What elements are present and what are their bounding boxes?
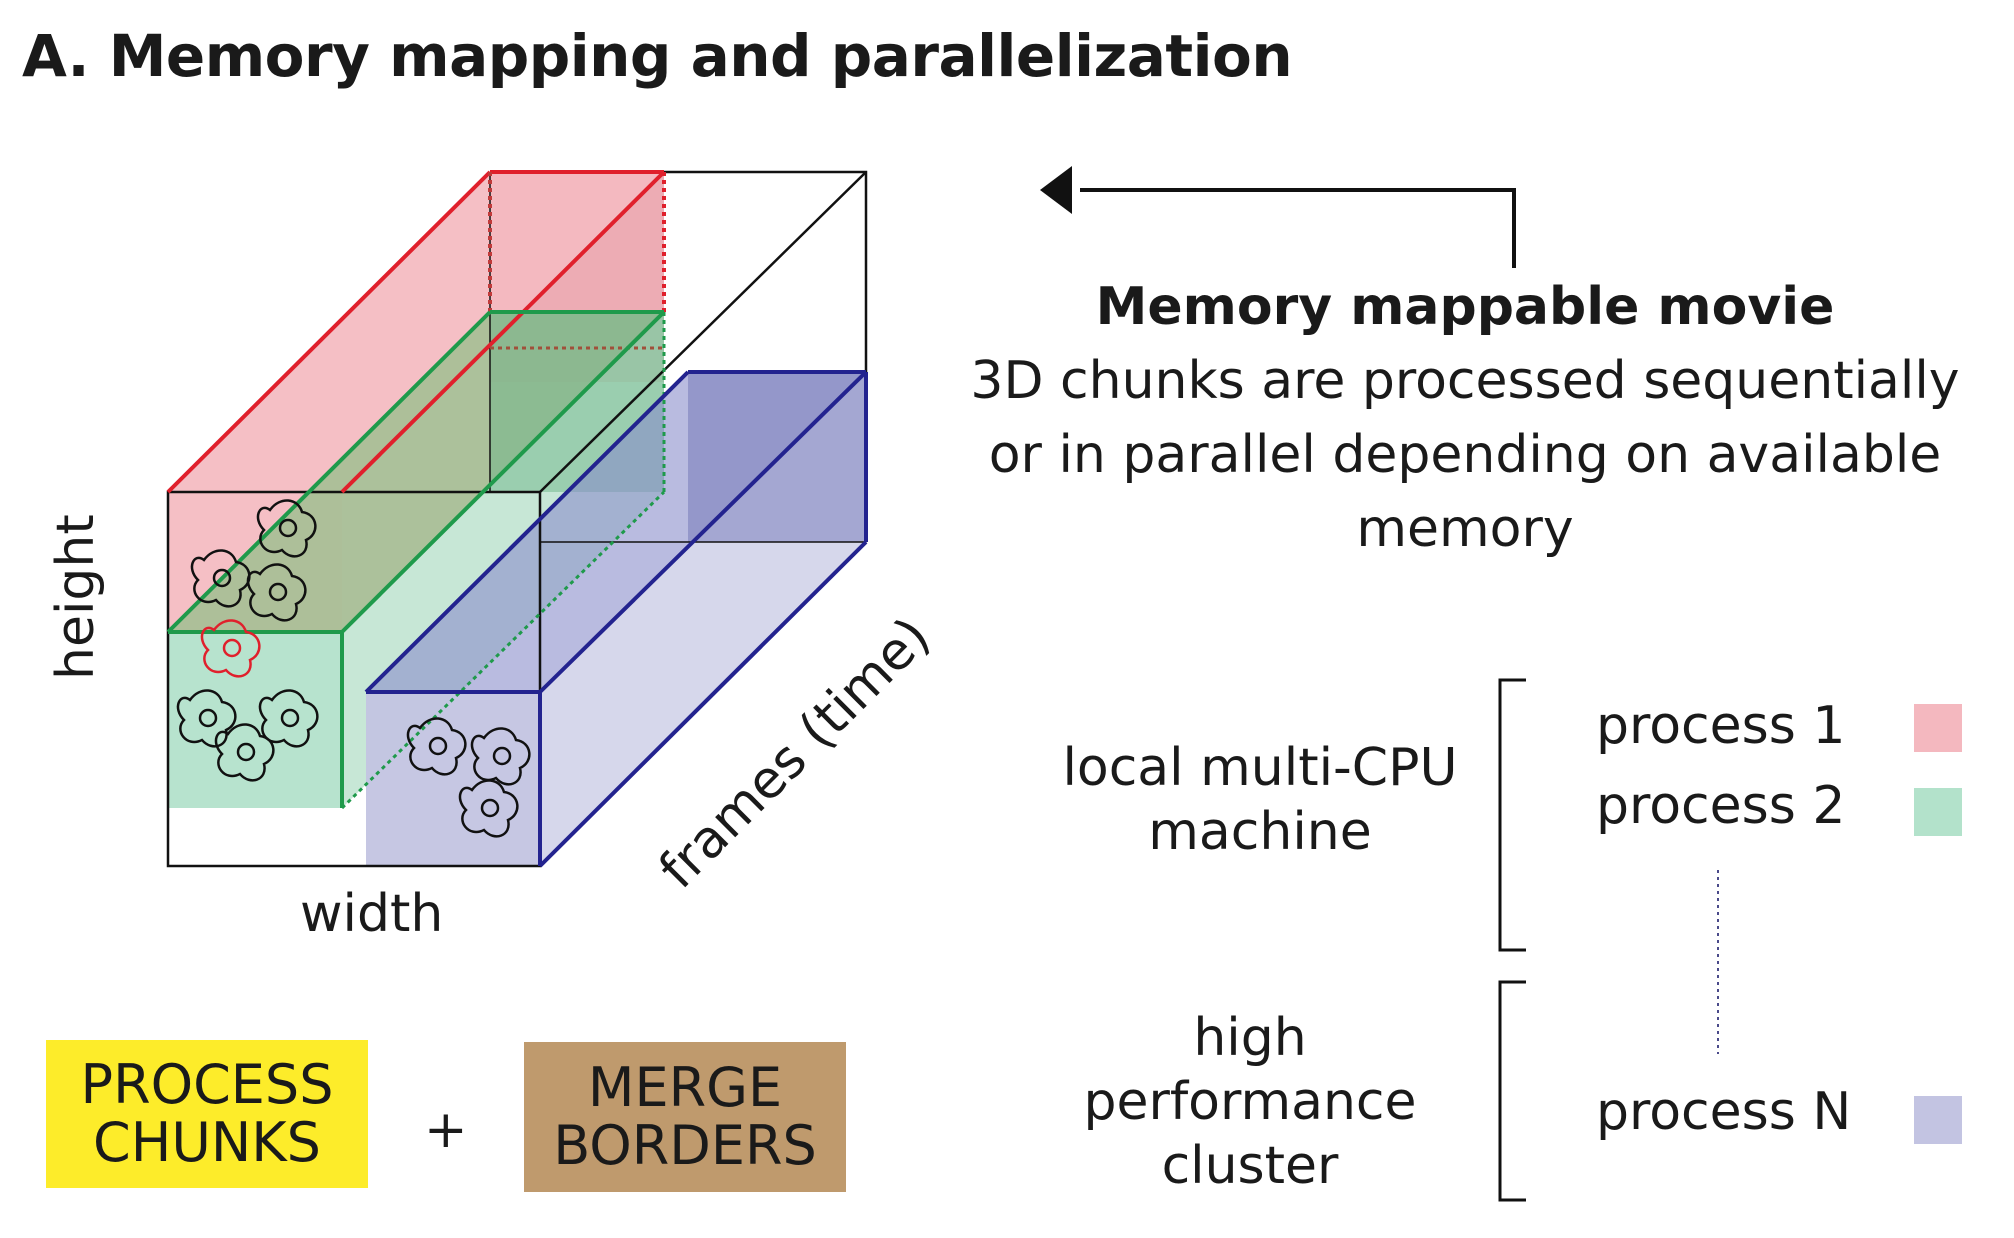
- process-n-swatch: [1914, 1096, 1962, 1144]
- movie-description: Memory mappable movie 3D chunks are proc…: [960, 270, 1970, 566]
- process-1-swatch: [1914, 704, 1962, 752]
- process-chunks-line-2: CHUNKS: [93, 1111, 321, 1174]
- process-1-label: process 1: [1596, 696, 1846, 756]
- merge-borders-box: MERGE BORDERS: [524, 1042, 846, 1192]
- figure-title: A. Memory mapping and parallelization: [22, 22, 1293, 90]
- movie-line-2: or in parallel depending on available: [988, 425, 1942, 485]
- group-local-line-1: local multi-CPU: [1062, 738, 1458, 798]
- group-local-machine: local multi-CPU machine: [1040, 736, 1480, 864]
- process-n-label: process N: [1596, 1082, 1852, 1142]
- axis-label-height: height: [46, 514, 106, 680]
- movie-heading: Memory mappable movie: [1095, 277, 1835, 337]
- movie-line-1: 3D chunks are processed sequentially: [970, 351, 1960, 411]
- group-cluster-line-2: performance: [1083, 1072, 1417, 1132]
- merge-borders-line-2: BORDERS: [553, 1114, 817, 1177]
- group-cluster-line-3: cluster: [1161, 1136, 1339, 1196]
- plus-sign: +: [424, 1100, 468, 1160]
- movie-line-3: memory: [1356, 499, 1574, 559]
- bracket-cluster: [1498, 980, 1526, 1202]
- group-local-line-2: machine: [1148, 802, 1372, 862]
- neuron-cells: [176, 499, 531, 838]
- group-cluster-line-1: high: [1193, 1008, 1307, 1068]
- bracket-local: [1498, 678, 1526, 952]
- group-cluster: high performance cluster: [1060, 1006, 1440, 1198]
- process-2-label: process 2: [1596, 776, 1846, 836]
- process-chunks-line-1: PROCESS: [80, 1053, 334, 1116]
- merge-borders-line-1: MERGE: [587, 1056, 783, 1119]
- process-2-swatch: [1914, 788, 1962, 836]
- axis-label-width: width: [300, 884, 444, 944]
- arrow-left-icon: [1040, 166, 1516, 268]
- process-chunks-box: PROCESS CHUNKS: [46, 1040, 368, 1188]
